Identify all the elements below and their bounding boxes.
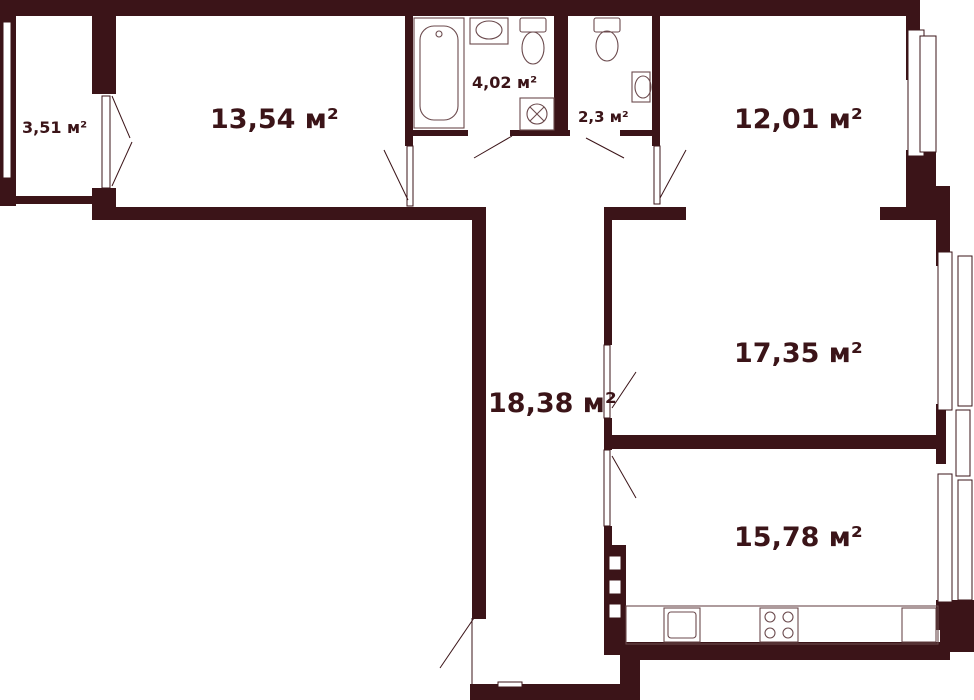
room-area-kitchen: 15,78 м² <box>734 522 863 553</box>
wall-east-mid <box>936 404 946 464</box>
wall-hallway-right-2 <box>604 418 612 450</box>
door-kitchen-leaf <box>603 449 611 527</box>
room-area-room-east: 17,35 м² <box>734 338 863 369</box>
door-kitchen-swing <box>611 455 637 499</box>
window-ne-inner <box>919 35 937 153</box>
room-area-bedroom-ne: 12,01 м² <box>734 104 863 135</box>
wall-toilet-ne <box>652 16 660 146</box>
wall-kitchen-bottom-right <box>940 610 974 652</box>
room-area-bathroom: 4,02 м² <box>472 73 537 92</box>
wall-bedroom-nw-bottom <box>92 207 412 220</box>
wall-bathroom-bottom-left <box>410 130 468 136</box>
wall-kitchen-bottom <box>620 642 950 660</box>
window-east-2b <box>957 479 973 601</box>
wall-balcony-bottom <box>0 196 96 204</box>
bathtub-icon <box>413 17 465 129</box>
window-balcony <box>2 21 12 179</box>
window-hallway-bottom <box>497 681 523 688</box>
window-east-mid <box>955 409 971 477</box>
wall-bathroom-bottom-right <box>510 130 570 136</box>
wall-ne-right-lower <box>906 150 936 220</box>
door-entrance-swing <box>439 617 475 669</box>
kitchen-vent <box>608 555 622 571</box>
sink-icon <box>469 17 509 45</box>
wall-hallway-right-3 <box>604 526 612 556</box>
wall-hallway-left-top <box>404 207 486 220</box>
wall-hallway-right-top <box>606 207 686 220</box>
wall-toilet-bottom <box>620 130 660 136</box>
room-area-toilet: 2,3 м² <box>578 108 629 126</box>
door-ne-leaf <box>653 145 661 205</box>
windows <box>2 21 973 688</box>
door-balcony-swing-1 <box>111 95 131 139</box>
door-nw-swing <box>383 149 409 201</box>
room-area-hallway: 18,38 м² <box>488 388 617 419</box>
door-balcony-swing-2 <box>111 141 133 187</box>
wall-east-kitchen <box>606 435 946 449</box>
window-east-1b <box>957 255 973 407</box>
room-area-balcony: 3,51 м² <box>22 118 87 137</box>
wall-hallway-right-4 <box>604 545 626 655</box>
wall-hallway-bottom <box>470 684 640 700</box>
door-east-leaf <box>603 344 611 419</box>
door-nw-leaf <box>406 145 414 207</box>
door-toilet-swing <box>585 137 625 159</box>
door-ne-swing <box>659 149 687 199</box>
wall-balcony-partition-top <box>92 14 116 94</box>
washing-machine-icon <box>519 97 555 131</box>
window-east-1 <box>937 251 953 411</box>
doors <box>101 95 687 684</box>
wall-hallway-right-1 <box>604 207 612 345</box>
door-east-swing <box>611 371 637 409</box>
toilet-icon <box>519 17 547 65</box>
kitchen-counter <box>625 605 939 645</box>
toilet-sink-icon <box>631 71 652 103</box>
wall-hallway-bottom-right <box>620 650 640 700</box>
toilet-2-icon <box>593 17 621 62</box>
wall-bedroom-nw-right <box>405 16 413 146</box>
wall-bath-toilet <box>554 16 568 134</box>
wall-top <box>0 0 912 16</box>
stove-icon <box>759 607 799 643</box>
wall-east-upper <box>936 186 950 266</box>
kitchen-vent-2 <box>608 579 622 595</box>
door-balcony-leaf <box>101 95 111 189</box>
kitchen-sink-icon <box>663 607 701 643</box>
wall-hallway-left <box>472 207 486 619</box>
window-east-2 <box>937 473 953 603</box>
kitchen-vent-3 <box>608 603 622 619</box>
door-bath-swing <box>473 135 513 159</box>
room-area-bedroom-nw: 13,54 м² <box>210 104 339 135</box>
